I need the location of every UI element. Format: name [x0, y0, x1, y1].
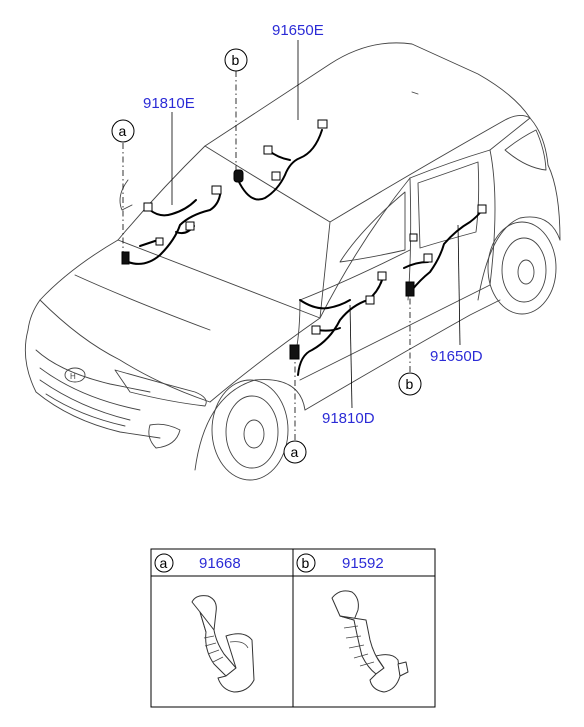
connector-icon: [317, 119, 328, 129]
connector-icon: [311, 325, 321, 335]
connector-icon: [423, 253, 433, 263]
part-label-91810D: 91810D: [322, 410, 375, 427]
marker-a-top: a: [111, 119, 135, 143]
legend-cell-a: a 91668: [154, 553, 241, 573]
part-label-91650E: 91650E: [272, 22, 324, 39]
connector-icon: [143, 202, 153, 212]
marker-letter: b: [232, 52, 240, 68]
connector-icon: [211, 185, 222, 195]
marker-b-bottom: b: [398, 372, 422, 396]
legend-part-number: 91668: [199, 555, 241, 572]
marker-b-top: b: [224, 48, 248, 72]
connector-icon: [263, 145, 273, 155]
connector-icon: [155, 237, 164, 246]
part-label-91650D: 91650D: [430, 348, 483, 365]
legend-table: a 91668 b 91592: [150, 548, 436, 708]
harness-91810D: [289, 271, 387, 376]
connector-icon: [377, 271, 387, 281]
legend-marker: b: [302, 555, 310, 571]
grommet-icon: [121, 251, 130, 265]
harness-91810E: [121, 185, 222, 265]
harness-91650D: [403, 204, 487, 297]
marker-letter: b: [406, 376, 414, 392]
svg-text:H: H: [70, 372, 76, 381]
marker-letter: a: [291, 444, 299, 460]
legend-cell-b: b 91592: [296, 553, 384, 573]
car-illustration: H: [24, 42, 561, 481]
grommet-91668-icon: [191, 595, 255, 693]
legend-part-number: 91592: [342, 555, 384, 572]
grommet-icon: [405, 281, 415, 297]
harness-91650E: [233, 119, 328, 201]
legend-marker: a: [160, 555, 168, 571]
connector-icon: [477, 204, 487, 214]
leader-lines: [122, 40, 461, 440]
connector-icon: [365, 295, 375, 305]
connector-icon: [271, 171, 281, 181]
grommet-91592-icon: [331, 590, 409, 693]
part-label-91810E: 91810E: [143, 95, 195, 112]
grommet-icon: [289, 344, 300, 360]
marker-letter: a: [119, 123, 127, 139]
marker-a-bottom: a: [283, 440, 307, 464]
connector-icon: [409, 233, 418, 242]
grommet-icon: [233, 169, 244, 183]
connector-icon: [185, 221, 195, 231]
